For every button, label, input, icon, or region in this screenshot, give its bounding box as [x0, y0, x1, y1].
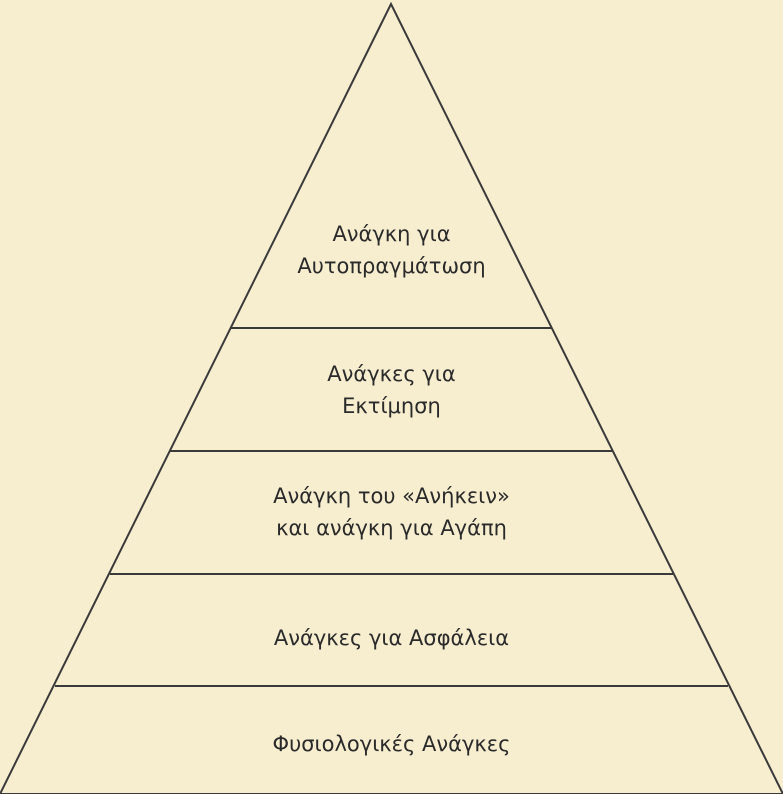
level-belonging-love-line-1: Ανάγκη του «Ανήκειν» — [273, 484, 510, 508]
level-belonging-love: Ανάγκη του «Ανήκειν» και ανάγκη για Αγάπ… — [0, 480, 783, 544]
level-belonging-love-line-2: και ανάγκη για Αγάπη — [276, 516, 507, 540]
level-self-actualization-line-2: Αυτοπραγμάτωση — [297, 254, 486, 278]
level-esteem-line-1: Ανάγκες για — [327, 362, 456, 386]
level-safety-line-1: Ανάγκες για Ασφάλεια — [273, 626, 510, 650]
level-esteem: Ανάγκες για Εκτίμηση — [0, 358, 783, 422]
level-safety: Ανάγκες για Ασφάλεια — [0, 622, 783, 654]
level-self-actualization-line-1: Ανάγκη για — [332, 222, 451, 246]
level-physiological: Φυσιολογικές Ανάγκες — [0, 728, 783, 760]
level-physiological-line-1: Φυσιολογικές Ανάγκες — [272, 732, 511, 756]
level-self-actualization: Ανάγκη για Αυτοπραγμάτωση — [0, 218, 783, 282]
level-esteem-line-2: Εκτίμηση — [342, 394, 441, 418]
